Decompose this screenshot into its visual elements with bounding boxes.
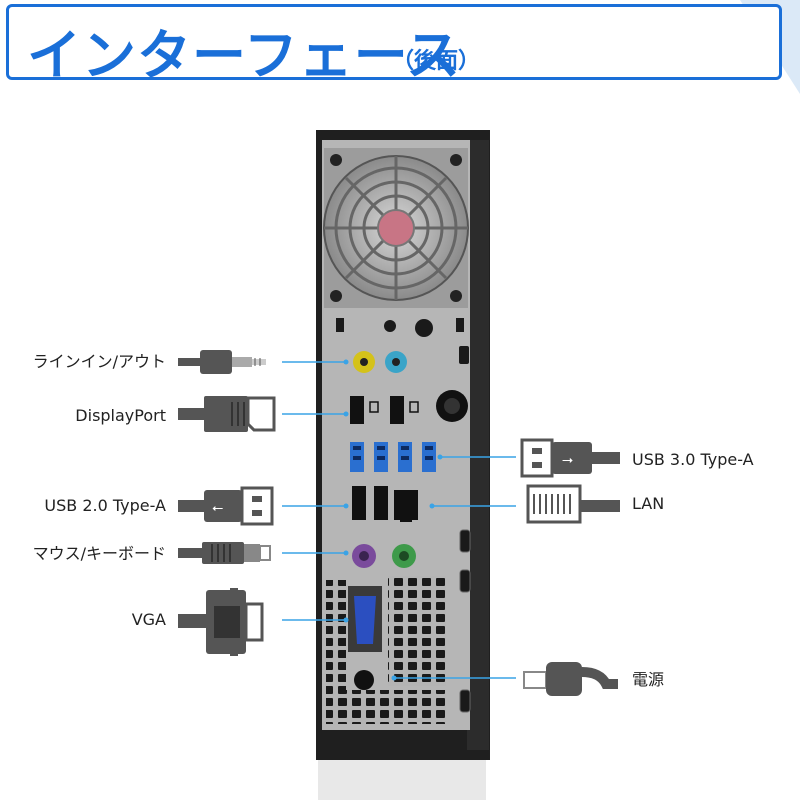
vga-plug-icon xyxy=(178,588,264,656)
usb3-ports xyxy=(350,442,436,472)
label-usb3: USB 3.0 Type-A xyxy=(632,450,754,469)
audio-jacks xyxy=(353,351,407,373)
usb-plug-icon: ⭠ xyxy=(178,486,274,526)
lan-port xyxy=(394,490,418,522)
svg-text:⭠: ⭠ xyxy=(212,500,223,516)
thumbscrew-knob xyxy=(436,390,468,422)
ps2-plug-icon xyxy=(178,542,271,564)
chassis-side-slots xyxy=(459,529,471,713)
title-frame: インターフェース （後面） xyxy=(6,4,782,87)
label-displayport: DisplayPort xyxy=(75,406,166,425)
page-subtitle: （後面） xyxy=(392,49,481,74)
label-mouse-keyboard: マウス/キーボード xyxy=(32,544,166,563)
label-line-in-out: ラインイン/アウト xyxy=(32,352,166,371)
mount-holes xyxy=(336,318,469,364)
page-title: インターフェース xyxy=(27,24,462,87)
usb2-ports xyxy=(352,486,388,520)
label-usb2: USB 2.0 Type-A xyxy=(44,496,166,515)
power-plug-icon xyxy=(523,662,618,696)
label-power: 電源 xyxy=(632,670,665,689)
cooling-fan xyxy=(323,148,469,308)
lan-plug-icon xyxy=(526,484,620,524)
displayport-plug-icon xyxy=(178,396,276,432)
ps2-ports xyxy=(352,544,416,568)
leader-lines xyxy=(282,361,516,679)
vga-port xyxy=(348,586,382,652)
audio-plug-icon xyxy=(178,350,266,374)
ventilation-grid xyxy=(326,576,446,724)
power-inlet xyxy=(354,670,374,690)
displayport-symbols xyxy=(369,401,419,413)
label-lan: LAN xyxy=(632,494,665,513)
label-vga: VGA xyxy=(131,610,166,629)
header-banner: インターフェース （後面） xyxy=(0,0,800,94)
displayport-ports xyxy=(348,396,404,424)
usb3-plug-icon: ⭢ xyxy=(520,438,620,478)
leader-dots xyxy=(343,359,443,681)
svg-text:⭢: ⭢ xyxy=(562,452,573,468)
